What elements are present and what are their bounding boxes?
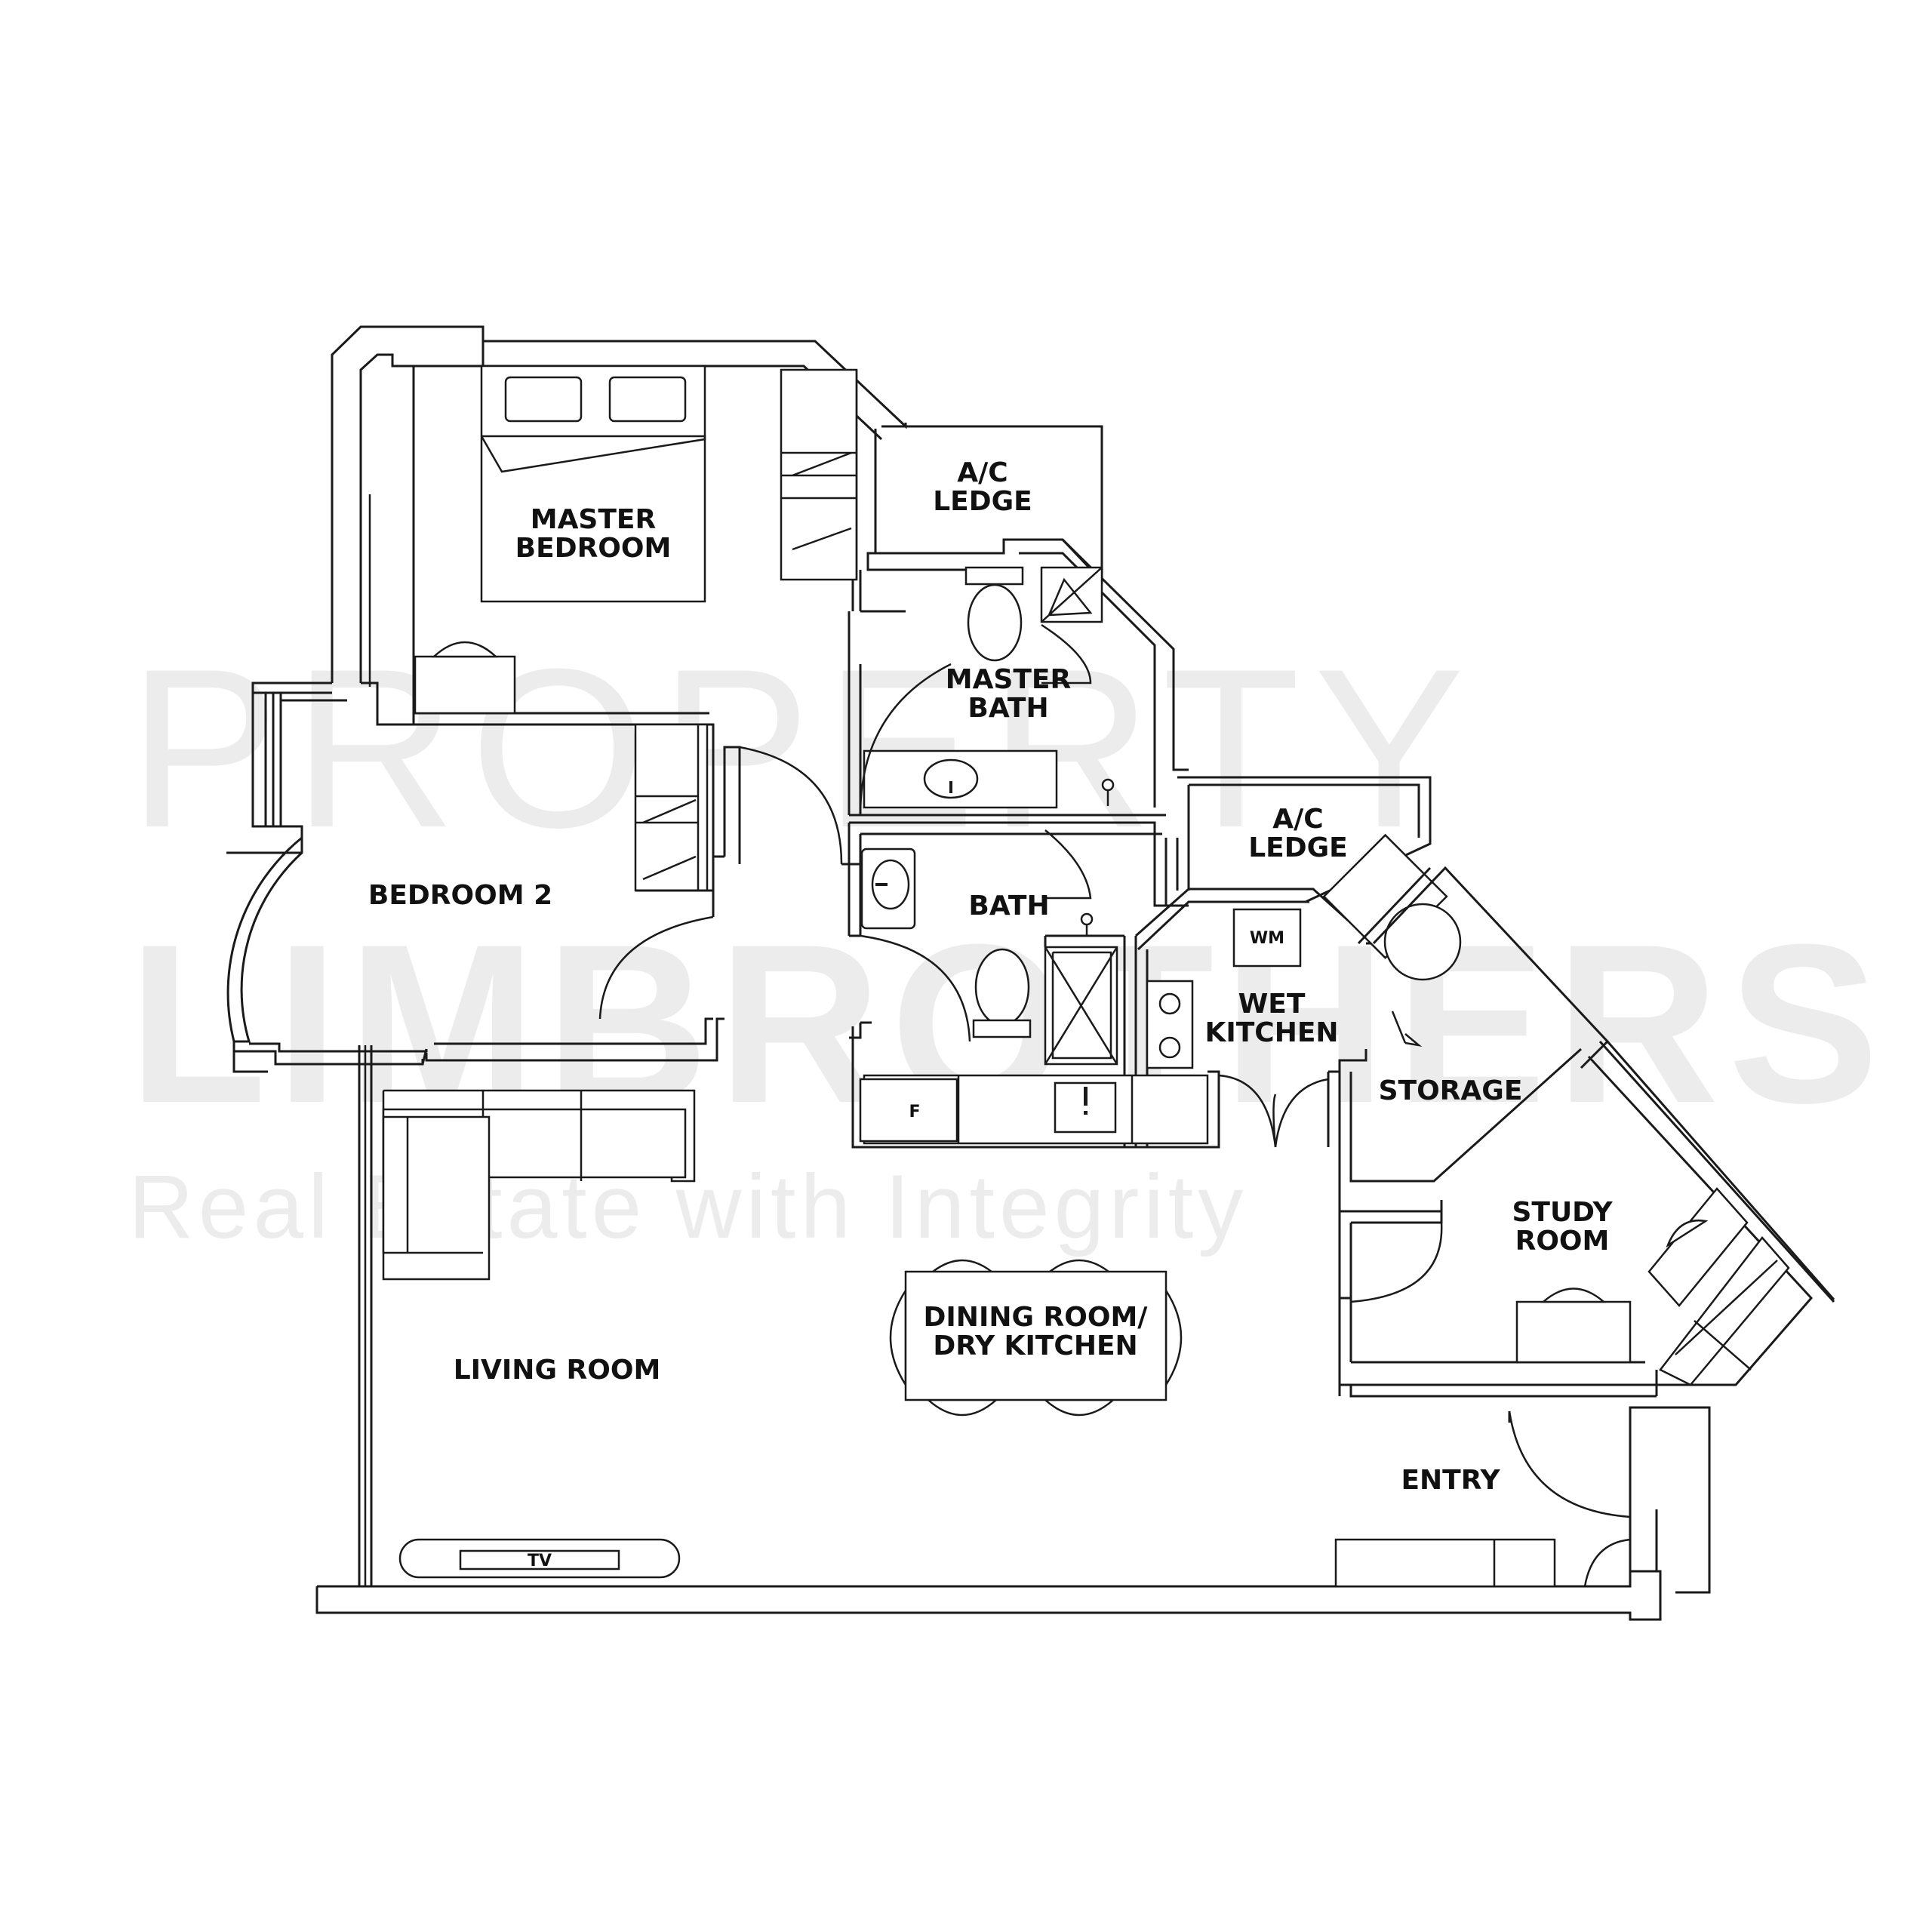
pillow — [608, 376, 687, 423]
washing-machine — [1232, 908, 1302, 968]
dining-chair — [889, 1287, 907, 1389]
label-ac-ledge-2a: A/C — [1272, 804, 1323, 835]
dining-chair — [1042, 1398, 1116, 1417]
label-ac-ledge-1a: A/C — [957, 457, 1008, 488]
living-room — [382, 1089, 696, 1579]
entry — [1334, 1385, 1657, 1588]
label-master-bath-1: MASTER — [946, 664, 1071, 695]
label-tv: TV — [528, 1552, 552, 1571]
study-desk — [1515, 1300, 1632, 1364]
label-dining-room-1: DINING ROOM/ — [924, 1302, 1149, 1333]
label-master-bedroom-2: BEDROOM — [515, 533, 672, 564]
room-labels: MASTER BEDROOM A/C LEDGE MASTER BATH A/C… — [368, 457, 1614, 1496]
dining-chair — [925, 1398, 999, 1417]
bath-toilet-tank — [972, 1019, 1032, 1038]
dining-chair — [1164, 1287, 1183, 1389]
label-ac-ledge-1b: LEDGE — [933, 486, 1032, 517]
study-chair — [1540, 1287, 1607, 1303]
label-dining-room-2: DRY KITCHEN — [933, 1331, 1137, 1361]
label-living-room: LIVING ROOM — [454, 1355, 661, 1386]
master-toilet — [967, 583, 1023, 662]
label-wet-kitchen-1: WET — [1238, 989, 1306, 1020]
master-toilet-tank — [964, 566, 1024, 586]
master-bath — [848, 538, 1189, 817]
bath-basin — [871, 859, 910, 910]
label-bath: BATH — [968, 891, 1049, 921]
fridge — [859, 1078, 958, 1143]
tv — [459, 1549, 620, 1571]
study-wardrobe — [1659, 1236, 1790, 1386]
label-ac-ledge-2b: LEDGE — [1248, 832, 1348, 863]
master-desk — [414, 655, 516, 715]
label-study-room-1: STUDY — [1512, 1197, 1613, 1228]
label-storage: STORAGE — [1379, 1075, 1523, 1106]
fixture-labels: WM F TV — [528, 929, 1284, 1571]
bath-toilet — [974, 948, 1030, 1026]
label-entry: ENTRY — [1401, 1465, 1500, 1496]
bath — [848, 821, 1189, 1066]
label-wet-kitchen-2: KITCHEN — [1204, 1017, 1338, 1048]
pillow — [504, 376, 583, 423]
bedroom-2 — [226, 681, 860, 1073]
master-basin — [923, 758, 979, 799]
study-room — [1338, 1040, 1835, 1396]
label-washing-machine: WM — [1250, 929, 1284, 948]
shoe-cabinet — [1334, 1538, 1556, 1588]
bedroom2-wardrobe — [634, 723, 709, 892]
master-chair — [431, 641, 499, 658]
label-master-bedroom-1: MASTER — [531, 504, 656, 535]
exterior-walls — [315, 325, 1711, 1621]
master-bedroom — [361, 365, 858, 726]
dining — [889, 1259, 1183, 1417]
study-corner-desk — [1647, 1187, 1749, 1307]
label-master-bath-2: BATH — [968, 693, 1048, 724]
label-bedroom-2: BEDROOM 2 — [368, 880, 552, 911]
watermark-line1: PROPERTY — [128, 621, 1478, 875]
label-fridge: F — [909, 1103, 920, 1121]
dining-table — [904, 1270, 1168, 1401]
sofa-chaise — [382, 1115, 491, 1281]
water-heater — [1383, 903, 1462, 981]
label-study-room-2: ROOM — [1515, 1226, 1610, 1257]
